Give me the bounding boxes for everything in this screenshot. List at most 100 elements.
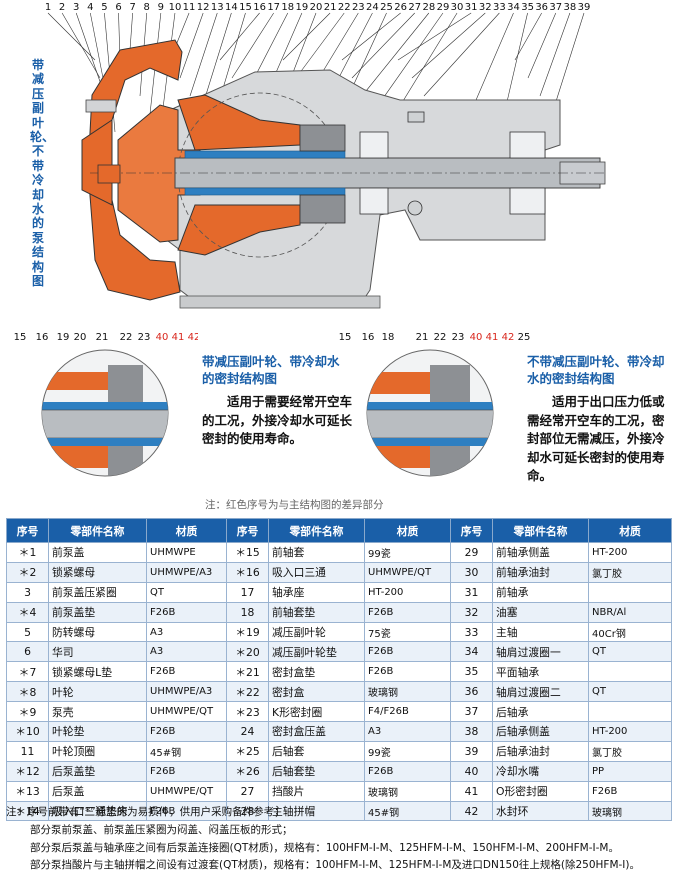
footnote-line: 部分泵后泵盖与轴承座之间有后泵盖连接圈(QT材质)，规格有：100HFM-Ⅰ-M… (30, 841, 619, 854)
callout-number: 24 (366, 2, 379, 13)
callout-number: 25 (380, 2, 393, 13)
part-name: 后轴套垫 (268, 760, 365, 782)
part-material: 40Cr钢 (588, 621, 672, 643)
part-name: 主轴 (492, 621, 589, 643)
leader-line (189, 12, 218, 97)
leader-line (282, 12, 331, 61)
part-material: F26B (146, 721, 227, 742)
part-name: 吸入口三通垫床 (48, 800, 147, 822)
part-number: ＊12 (6, 760, 49, 782)
leader-line (423, 12, 500, 97)
detail-label: 21 (416, 332, 429, 343)
detail-label: 25 (518, 332, 530, 343)
part-name: 水封环 (492, 800, 589, 822)
part-name: 后轴承油封 (492, 740, 589, 762)
part-material: QT (146, 581, 227, 603)
callout-number: 29 (437, 2, 450, 13)
part-number: 32 (450, 601, 493, 623)
part-material: HT-200 (364, 581, 451, 603)
table-header-cell: 零部件名称 (268, 518, 365, 543)
callout-number: 10 (169, 2, 182, 13)
right-detail-description: 适用于出口压力低或需经常开空车的工况，密封部位无需减压，外接冷却水可延长密封的使… (527, 394, 665, 483)
part-name: 防转螺母 (48, 621, 147, 643)
callout-number: 39 (578, 2, 591, 13)
part-number: ＊20 (226, 641, 269, 663)
callout-number: 16 (253, 2, 266, 13)
part-material: UHMWPE/QT (146, 780, 227, 802)
part-number: ＊25 (226, 740, 269, 762)
frame-foot (179, 295, 381, 309)
part-number: 3 (6, 581, 49, 603)
difference-note: 注：红色序号为与主结构图的差异部分 (205, 499, 384, 511)
callout-number: 34 (507, 2, 520, 13)
part-material: A3 (364, 721, 451, 742)
part-material: F26B (146, 661, 227, 683)
detail-label-red: 41 (172, 332, 185, 343)
table-header-cell: 材质 (146, 518, 227, 543)
callout-number: 4 (87, 2, 93, 13)
part-name: 减压副叶轮 (268, 621, 365, 643)
part-name: 后泵盖垫 (48, 760, 147, 782)
part-number: ＊15 (226, 542, 269, 563)
callout-number: 3 (73, 2, 79, 13)
leader-line (47, 12, 96, 61)
footnote-line: 部分泵挡酸片与主轴拼帽之间设有过渡套(QT材质)，规格有：100HFM-Ⅰ-M、… (30, 859, 641, 872)
main-diagram-title: 带减压副叶轮、不带冷却水的泵结构图 (30, 58, 55, 289)
part-number: ＊16 (226, 561, 269, 583)
part-number: 34 (450, 641, 493, 663)
lock-nut (97, 164, 121, 184)
callout-number: 7 (129, 2, 135, 13)
detail-label: 15 (14, 332, 27, 343)
leader-line (61, 12, 101, 79)
front-cover-flange (85, 99, 117, 113)
part-material: UHMWPE/QT (146, 701, 227, 723)
part-material: 玻璃钢 (364, 681, 451, 703)
part-number: ＊2 (6, 561, 49, 583)
part-material: 玻璃钢 (588, 800, 672, 822)
left-detail-description: 适用于需要经常开空车的工况，外接冷却水可延长密封的使用寿命。 (202, 394, 353, 446)
part-material (588, 661, 672, 683)
callout-number: 28 (422, 2, 435, 13)
part-material: HT-200 (588, 542, 672, 563)
part-material: F26B (364, 661, 451, 683)
part-number: ＊22 (226, 681, 269, 703)
part-name: 泵壳 (48, 701, 147, 723)
callout-number: 36 (535, 2, 548, 13)
callout-number: 31 (465, 2, 478, 13)
part-number: 39 (450, 740, 493, 762)
shaft-sleeve-top (184, 150, 346, 159)
part-number: ＊19 (226, 621, 269, 643)
part-number: ＊8 (6, 681, 49, 703)
left-detail-title: 带减压副叶轮、带冷却水的密封结构图 (202, 354, 340, 386)
detail-label-red: 42 (188, 332, 198, 343)
part-material: 45#钢 (364, 800, 451, 822)
part-material: F26B (364, 760, 451, 782)
part-material: A3 (146, 621, 227, 643)
callout-number: 1 (45, 2, 51, 13)
part-number: 29 (450, 542, 493, 563)
part-material (588, 581, 672, 603)
part-number: 24 (226, 721, 269, 742)
part-name: 主轴拼帽 (268, 800, 365, 822)
part-number: ＊10 (6, 721, 49, 742)
leader-line (539, 12, 571, 97)
part-number: ＊1 (6, 542, 49, 563)
callout-number: 12 (197, 2, 210, 13)
seal-box-top (299, 124, 346, 152)
leader-line (551, 12, 585, 115)
part-material: F26B (364, 641, 451, 663)
detail-label: 21 (96, 332, 109, 343)
part-number: 36 (450, 681, 493, 703)
